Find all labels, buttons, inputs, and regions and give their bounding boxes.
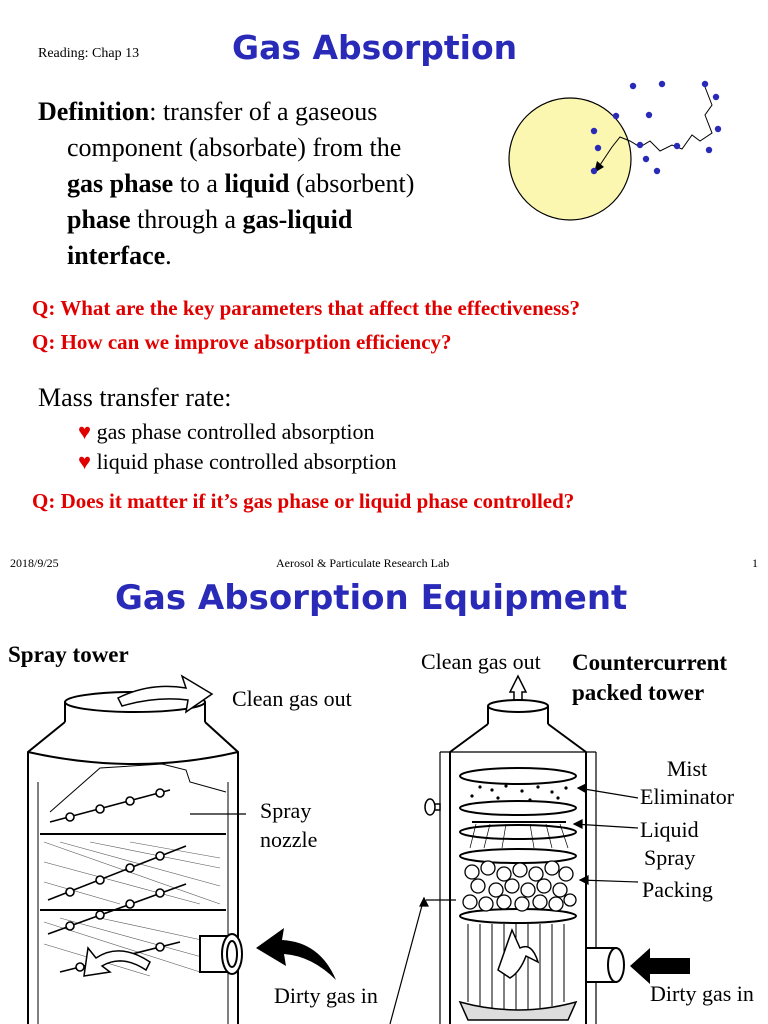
liquid-label-1: Liquid xyxy=(640,817,699,842)
molecule-dot xyxy=(636,141,644,149)
heart-bullet-icon: ♥ xyxy=(78,449,92,474)
packed-dirty-gas-arrow-icon xyxy=(630,948,690,984)
term-liquid: liquid xyxy=(224,169,290,198)
bullet-1: ♥ gas phase controlled absorption xyxy=(78,419,375,445)
term-gas-liquid: gas-liquid xyxy=(242,205,353,234)
reading-note: Reading: Chap 13 xyxy=(38,46,140,61)
spray-tower-label: Spray tower xyxy=(8,642,129,667)
molecule-dot xyxy=(642,155,650,163)
bullet-2: ♥ liquid phase controlled absorption xyxy=(78,449,397,475)
bullet-2-text: liquid phase controlled absorption xyxy=(96,449,397,474)
packed-tower-label: Countercurrent packed tower xyxy=(572,648,727,708)
molecule-dot xyxy=(594,144,602,152)
definition-text-3b: (absorbent) xyxy=(289,169,415,198)
spray-nozzle-label-1: Spray xyxy=(260,798,312,823)
footer-page: 1 xyxy=(752,556,758,570)
definition-term: Definition xyxy=(38,97,150,126)
question-3: Q: Does it matter if it’s gas phase or l… xyxy=(32,489,575,513)
liquid-spray-label: Liquid Spray xyxy=(640,816,699,872)
gas-swirl-arrow-icon xyxy=(83,946,151,977)
packed-tower-drawing xyxy=(389,674,690,1024)
slide-title: Gas Absorption xyxy=(232,28,518,67)
molecule-dot xyxy=(590,167,598,175)
definition-block: Definition: transfer of a gaseous compon… xyxy=(38,94,508,274)
droplet-diagram xyxy=(508,80,722,221)
droplet-circle xyxy=(508,97,632,221)
spray-clean-gas-label: Clean gas out xyxy=(232,686,352,711)
mist-eliminator-label: Mist Eliminator xyxy=(640,755,734,811)
molecule-dot xyxy=(612,112,620,120)
spray-nozzle-label-2: nozzle xyxy=(260,827,318,852)
term-phase: phase xyxy=(67,205,131,234)
packed-dirty-gas-label: Dirty gas in xyxy=(650,981,754,1006)
spray-dirty-gas-label: Dirty gas in xyxy=(274,983,378,1008)
molecule-dot xyxy=(714,125,722,133)
packed-tower-label-2: packed tower xyxy=(572,680,705,705)
mist-label-1: Mist xyxy=(666,756,708,781)
term-gas-phase: gas phase xyxy=(67,169,174,198)
dirty-gas-arrow-icon xyxy=(256,928,336,980)
spray-nozzle-label: Spray nozzle xyxy=(260,796,317,854)
molecule-dot xyxy=(712,93,720,101)
term-interface: interface xyxy=(67,241,166,270)
molecule-dot xyxy=(658,80,666,88)
definition-text-4: through a xyxy=(130,205,243,234)
spray-tower-drawing xyxy=(27,674,336,1024)
clean-gas-arrow-icon xyxy=(116,674,214,714)
molecule-dot xyxy=(705,146,713,154)
packed-tower-label-1: Countercurrent xyxy=(572,650,728,675)
equipment-title: Gas Absorption Equipment xyxy=(115,578,628,618)
heart-bullet-icon: ♥ xyxy=(78,419,92,444)
molecule-dot xyxy=(590,127,598,135)
packed-gas-up-arrow-icon xyxy=(497,927,540,979)
question-2: Q: How can we improve absorption efficie… xyxy=(32,330,452,354)
definition-text-3a: to a xyxy=(173,169,225,198)
molecule-dot xyxy=(701,80,709,88)
footer-lab: Aerosol & Particulate Research Lab xyxy=(276,556,450,570)
definition-text-1: : transfer of a gaseous xyxy=(149,97,378,126)
molecule-path xyxy=(599,86,713,166)
question-1: Q: What are the key parameters that affe… xyxy=(32,296,580,320)
packing-label: Packing xyxy=(642,877,713,902)
packed-clean-gas-arrow-icon xyxy=(508,674,528,707)
molecule-dot xyxy=(645,111,653,119)
packed-clean-gas-label: Clean gas out xyxy=(421,649,541,674)
definition-line-2: component (absorbate) from the xyxy=(67,133,402,162)
definition-period: . xyxy=(165,241,172,270)
molecule-dot xyxy=(653,167,661,175)
bullet-1-text: gas phase controlled absorption xyxy=(96,419,375,444)
molecule-dot xyxy=(629,82,637,90)
footer-date: 2018/9/25 xyxy=(10,556,59,570)
mass-transfer-heading: Mass transfer rate: xyxy=(38,383,232,412)
liquid-label-2: Spray xyxy=(644,845,696,870)
mist-label-2: Eliminator xyxy=(640,784,735,809)
molecule-dot xyxy=(673,142,681,150)
